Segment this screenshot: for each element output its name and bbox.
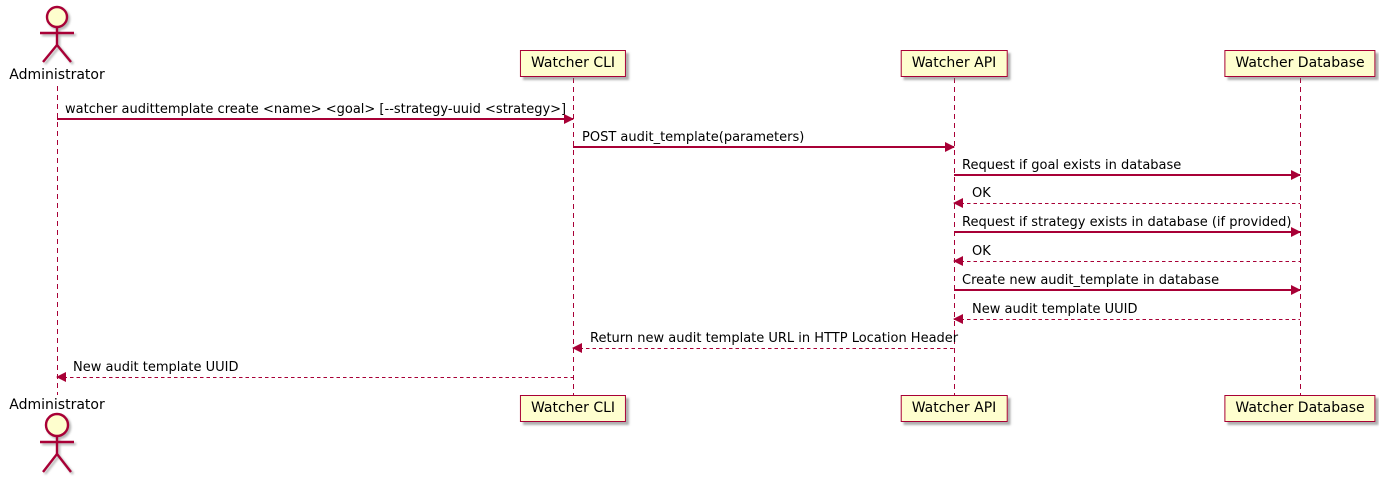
- lifeline-administrator: [57, 86, 58, 395]
- message-line: [57, 118, 573, 120]
- arrowhead-left-icon: [953, 198, 963, 208]
- arrowhead-left-icon: [572, 343, 582, 353]
- message-line: [954, 202, 1300, 204]
- message-goal-ok: OK: [953, 186, 1300, 208]
- message-label: Request if strategy exists in database (…: [962, 215, 1292, 230]
- message-label: Create new audit_template in database: [962, 273, 1220, 288]
- message-label: Return new audit template URL in HTTP Lo…: [590, 331, 959, 346]
- person-icon: [40, 5, 74, 63]
- arrowhead-right-icon: [945, 142, 955, 152]
- participant-box-watcher-api-top: Watcher API: [900, 50, 1008, 77]
- message-label: watcher audittemplate create <name> <goa…: [65, 102, 567, 117]
- arrowhead-left-icon: [953, 256, 963, 266]
- arrowhead-right-icon: [1291, 285, 1301, 295]
- message-label: OK: [972, 244, 991, 259]
- message-strategy-ok: OK: [953, 244, 1300, 266]
- message-label: New audit template UUID: [73, 360, 239, 375]
- participant-box-watcher-database-bottom: Watcher Database: [1224, 395, 1376, 422]
- message-line: [57, 376, 573, 378]
- actor-label-administrator-bottom: Administrator: [9, 397, 105, 413]
- message-label: Request if goal exists in database: [962, 158, 1182, 173]
- message-post-audit-template: POST audit_template(parameters): [573, 130, 955, 152]
- arrowhead-left-icon: [953, 314, 963, 324]
- message-line: [573, 146, 954, 148]
- message-line: [954, 318, 1300, 320]
- arrowhead-right-icon: [564, 114, 574, 124]
- participant-box-watcher-cli-top: Watcher CLI: [519, 50, 627, 77]
- message-new-uuid-to-admin: New audit template UUID: [56, 360, 573, 382]
- actor-figure-administrator-bottom: [28, 412, 86, 480]
- message-request-goal-exists: Request if goal exists in database: [954, 158, 1301, 180]
- arrowhead-right-icon: [1291, 170, 1301, 180]
- person-icon: [40, 412, 74, 473]
- lifeline-watcher-cli: [573, 78, 574, 395]
- arrowhead-left-icon: [56, 372, 66, 382]
- lifeline-watcher-api: [954, 78, 955, 395]
- message-line: [573, 347, 954, 349]
- participant-box-watcher-cli-bottom: Watcher CLI: [519, 395, 627, 422]
- message-create-audittemplate: watcher audittemplate create <name> <goa…: [57, 102, 574, 124]
- message-line: [954, 231, 1300, 233]
- message-line: [954, 289, 1300, 291]
- message-line: [954, 174, 1300, 176]
- message-return-url-location-header: Return new audit template URL in HTTP Lo…: [572, 331, 958, 353]
- message-new-uuid-from-db: New audit template UUID: [953, 302, 1300, 324]
- actor-label-administrator-top: Administrator: [9, 67, 105, 83]
- message-line: [954, 260, 1300, 262]
- message-request-strategy-exists: Request if strategy exists in database (…: [954, 215, 1301, 237]
- message-label: OK: [972, 186, 991, 201]
- participant-box-watcher-api-bottom: Watcher API: [900, 395, 1008, 422]
- actor-figure-administrator-top: [28, 5, 86, 69]
- participant-box-watcher-database-top: Watcher Database: [1224, 50, 1376, 77]
- arrowhead-right-icon: [1291, 227, 1301, 237]
- message-label: POST audit_template(parameters): [582, 130, 805, 145]
- message-label: New audit template UUID: [972, 302, 1138, 317]
- message-create-audit-template-db: Create new audit_template in database: [954, 273, 1301, 295]
